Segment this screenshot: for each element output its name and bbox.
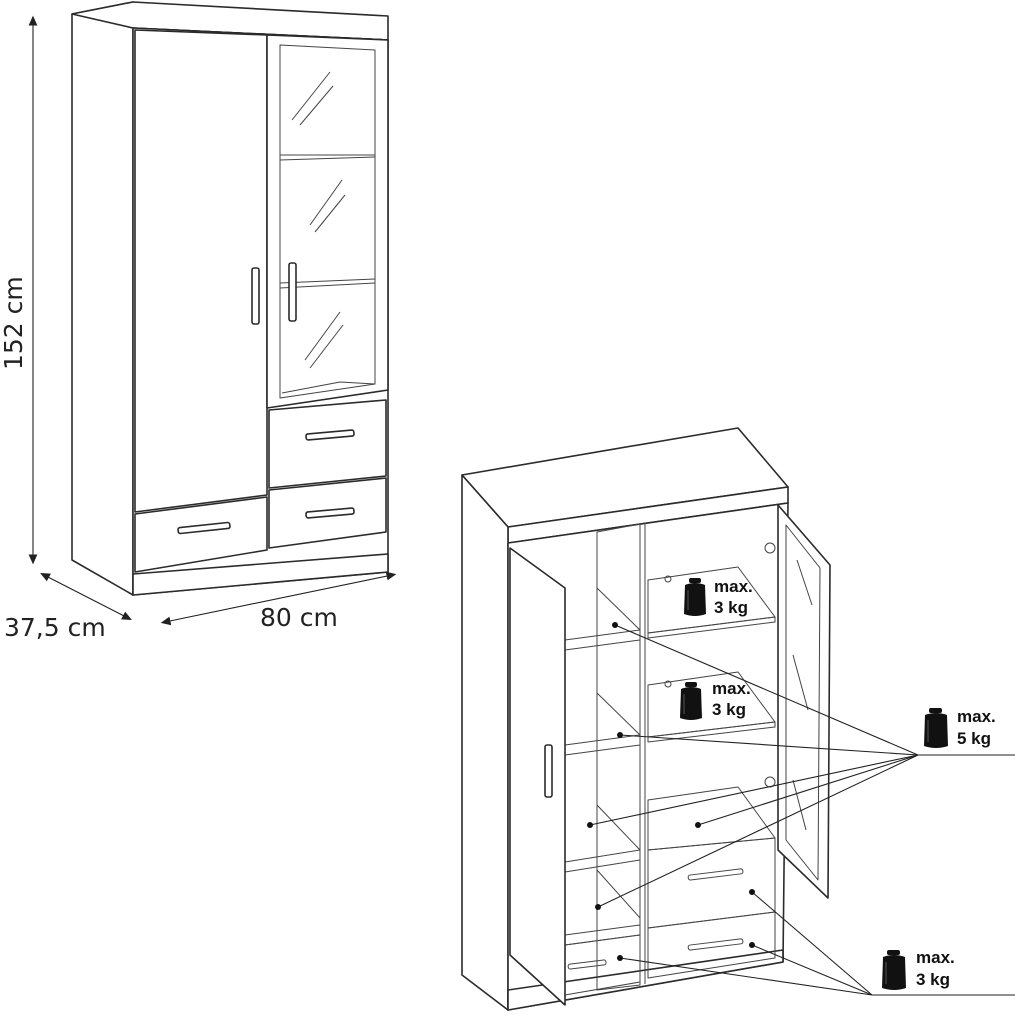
open-view-cabinet [461,427,831,1011]
depth-dimension-label: 37,5 cm [4,613,106,642]
upper-shelf-max-label: max. [714,577,753,596]
side-max-label: max. [957,707,996,726]
side-weight-label: 5 kg [957,729,991,748]
upper-shelf-weight-label: 3 kg [714,598,748,617]
dimension-lines [28,15,397,626]
drawer-weight-label: 3 kg [916,970,950,989]
weight-icon [924,708,948,748]
lower-shelf-weight-label: 3 kg [712,700,746,719]
drawer-max-label: max. [916,948,955,967]
front-view-cabinet [71,1,389,596]
lower-shelf-max-label: max. [712,679,751,698]
weight-icon [882,950,906,990]
height-dimension-label: 152 cm [0,276,28,370]
width-dimension-label: 80 cm [260,603,338,632]
weight-icon [684,578,706,616]
load-leader-lines [587,622,1015,996]
weight-icon [680,682,702,720]
